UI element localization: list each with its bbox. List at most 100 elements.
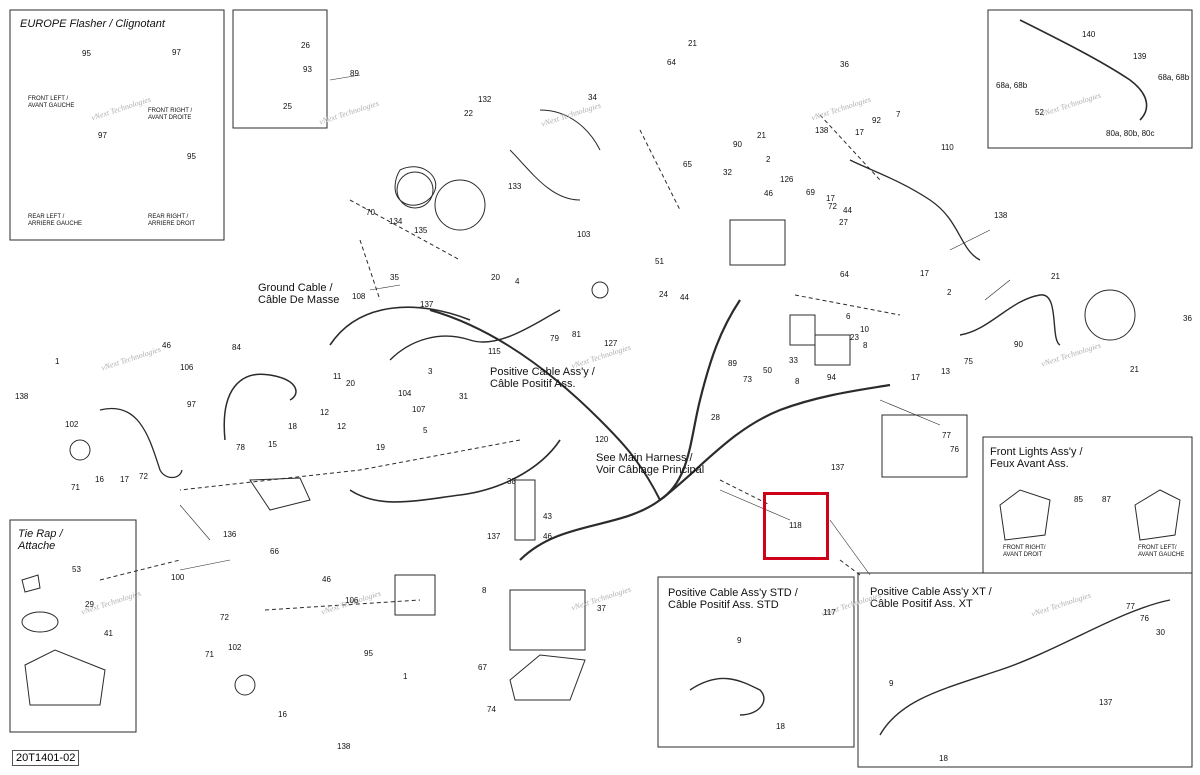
tie-rap-53 xyxy=(21,574,41,593)
callout-label: 120 xyxy=(595,435,609,444)
callout-label: 137 xyxy=(420,300,434,309)
callout-label: 72 xyxy=(220,613,229,622)
callout-label: 21 xyxy=(1130,365,1139,374)
callout-label: 10 xyxy=(860,325,869,334)
callout-label: 138 xyxy=(994,211,1008,220)
callout-label: 80a, 80b, 80c xyxy=(1106,129,1155,138)
callout-label: 17 xyxy=(826,194,835,203)
callout-label: 32 xyxy=(723,168,732,177)
callout-label: 108 xyxy=(352,292,366,301)
battery xyxy=(509,589,586,651)
caption-front-right-1: FRONT RIGHT / xyxy=(148,108,193,114)
callout-label: 78 xyxy=(236,443,245,452)
callout-label: 137 xyxy=(831,463,845,472)
callout-label: 22 xyxy=(464,109,473,118)
relay-105 xyxy=(394,574,436,616)
caption-front-left-1: FRONT LEFT / xyxy=(28,96,69,102)
callout-label: 43 xyxy=(543,512,552,521)
callout-label: 76 xyxy=(950,445,959,454)
bracket-38 xyxy=(514,479,536,541)
callout-label: 102 xyxy=(65,420,79,429)
callout-label: 9 xyxy=(889,679,894,688)
callout-label: 139 xyxy=(1133,52,1147,61)
callout-label: 138 xyxy=(337,742,351,751)
callout-label: 35 xyxy=(390,273,399,282)
title-tie-rap-2: Attache xyxy=(18,540,56,552)
callout-label: 134 xyxy=(389,217,403,226)
callout-label: 84 xyxy=(232,343,241,352)
main-harness-cable xyxy=(519,383,891,561)
caption-fl-right-1: FRONT RIGHT/ xyxy=(1003,545,1046,551)
fuse-panel xyxy=(232,9,328,129)
callout-label: 46 xyxy=(764,189,773,198)
title-front-lights-2: Feux Avant Ass. xyxy=(990,458,1069,470)
callout-label: 117 xyxy=(823,608,836,617)
callout-label: 71 xyxy=(205,650,214,659)
callout-label: 38 xyxy=(507,477,516,486)
callout-label: 95 xyxy=(364,649,373,658)
module-94 xyxy=(814,334,851,366)
taillight-136 xyxy=(249,477,311,511)
callout-label: 5 xyxy=(423,426,428,435)
callout-label: 19 xyxy=(376,443,385,452)
title-main-harness-2: Voir Câblage Principal xyxy=(596,464,705,476)
positive-cable-route xyxy=(429,309,661,501)
callout-label: 79 xyxy=(550,334,559,343)
callout-label: 69 xyxy=(806,188,815,197)
callout-label: 18 xyxy=(776,722,785,731)
callout-label: 100 xyxy=(171,573,185,582)
tie-rap-panel xyxy=(9,519,137,733)
callout-label: 12 xyxy=(337,422,346,431)
cable-90-right xyxy=(959,294,1061,346)
ground-cable-route xyxy=(329,306,471,346)
callout-label: 137 xyxy=(1099,698,1113,707)
callout-label: 70 xyxy=(366,208,375,217)
callout-label: 104 xyxy=(398,389,412,398)
bracket-inset-panel xyxy=(881,414,968,478)
title-main-harness-1: See Main Harness / xyxy=(596,452,693,464)
callout-label: 16 xyxy=(278,710,287,719)
front-light-right-shape xyxy=(999,489,1051,541)
callout-label: 31 xyxy=(459,392,468,401)
headlight-left xyxy=(434,179,486,231)
callout-label: 1 xyxy=(55,357,60,366)
callout-label: 74 xyxy=(487,705,496,714)
title-xt-1: Positive Cable Ass'y XT / xyxy=(870,586,992,598)
callout-label: 24 xyxy=(659,290,668,299)
callout-label: 8 xyxy=(482,586,487,595)
std-panel xyxy=(657,576,855,748)
lamp-71-lower xyxy=(234,674,256,696)
tie-rap-29 xyxy=(21,611,59,633)
callout-label: 68a, 68b xyxy=(1158,73,1190,82)
callout-label: 36 xyxy=(1183,314,1192,323)
xt-panel xyxy=(857,572,1193,768)
callout-label: 12 xyxy=(320,408,329,417)
cable-97-left xyxy=(99,407,183,479)
callout-label: 17 xyxy=(920,269,929,278)
callout-label: 25 xyxy=(283,102,292,111)
callout-label: 36 xyxy=(840,60,849,69)
callout-label: 17 xyxy=(855,128,864,137)
title-std-1: Positive Cable Ass'y STD / xyxy=(668,587,798,599)
callout-label: 6 xyxy=(846,312,851,321)
callout-label: 126 xyxy=(780,175,794,184)
callout-label: 64 xyxy=(667,58,676,67)
callout-label: 77 xyxy=(1126,602,1135,611)
callout-label: 21 xyxy=(1051,272,1060,281)
callout-label: 41 xyxy=(104,629,113,638)
caption-rear-left-2: ARRIERE GAUCHE xyxy=(28,221,83,227)
highlight-box xyxy=(763,492,829,560)
callout-label: 77 xyxy=(942,431,951,440)
caption-fl-left-1: FRONT LEFT/ xyxy=(1138,545,1177,551)
cable-xt xyxy=(879,599,1171,736)
callout-label: 44 xyxy=(843,206,852,215)
cable-140 xyxy=(1019,19,1148,121)
title-std-2: Câble Positif Ass. STD xyxy=(668,599,779,611)
harness-lower xyxy=(349,439,561,503)
callout-label: 34 xyxy=(588,93,597,102)
title-pos-cable-2: Câble Positif Ass. xyxy=(490,378,576,390)
callout-label: 50 xyxy=(763,366,772,375)
callout-label: 66 xyxy=(270,547,279,556)
callout-label: 18 xyxy=(939,754,948,763)
callout-label: 137 xyxy=(487,532,501,541)
